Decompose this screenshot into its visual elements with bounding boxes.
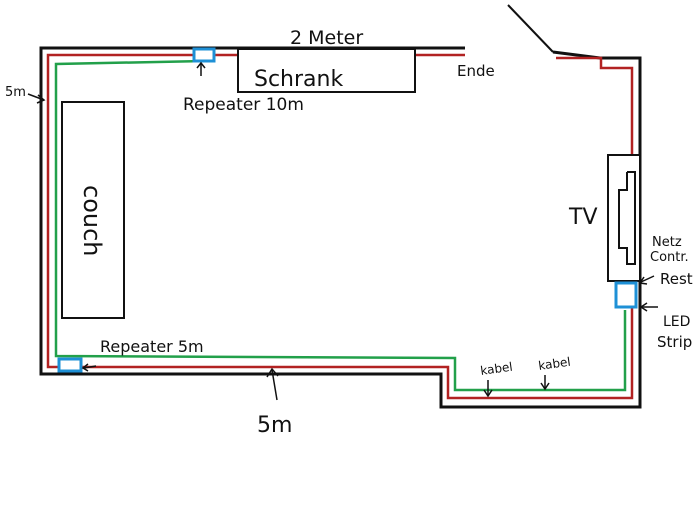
arrow-repeater-top xyxy=(196,61,206,76)
couch-label: couch xyxy=(78,185,106,257)
arrow-left-length xyxy=(27,93,46,104)
couch-box xyxy=(61,101,125,319)
door-line xyxy=(507,4,554,53)
red-wire xyxy=(46,53,634,400)
repeater-top-box xyxy=(192,47,216,63)
repeater-top-label: Repeater 10m xyxy=(183,95,304,115)
left-length-label: 5m xyxy=(5,85,26,100)
arrow-bottom-length xyxy=(266,367,279,401)
arrow-repeater-bottom xyxy=(81,363,97,372)
arrow-led-strip xyxy=(639,302,658,312)
bottom-length-label: 5m xyxy=(257,413,292,438)
led-label-line1: LED xyxy=(663,314,690,330)
end-label: Ende xyxy=(457,62,495,80)
led-label-line2: Strip xyxy=(657,333,692,351)
cable-label-1: kabel xyxy=(479,360,513,378)
cabinet-label: Schrank xyxy=(254,67,343,92)
green-wire xyxy=(54,59,627,392)
netz-label-line2: Contr. xyxy=(650,250,689,265)
top-length-label: 2 Meter xyxy=(290,27,363,49)
tv-screen xyxy=(618,171,636,265)
cable-label-2: kabel xyxy=(537,355,571,373)
rest-label: Rest xyxy=(660,270,693,288)
room-wall xyxy=(39,46,642,409)
led-controller-box xyxy=(614,281,638,309)
cabinet-box xyxy=(237,48,416,93)
repeater-bottom-box xyxy=(57,357,83,373)
arrow-cable-1 xyxy=(483,380,493,398)
repeater-bottom-label: Repeater 5m xyxy=(100,337,204,356)
netz-label-line1: Netz xyxy=(652,235,682,250)
arrow-cable-2 xyxy=(540,375,550,391)
tv-label: TV xyxy=(568,205,598,230)
arrow-rest xyxy=(638,275,655,285)
